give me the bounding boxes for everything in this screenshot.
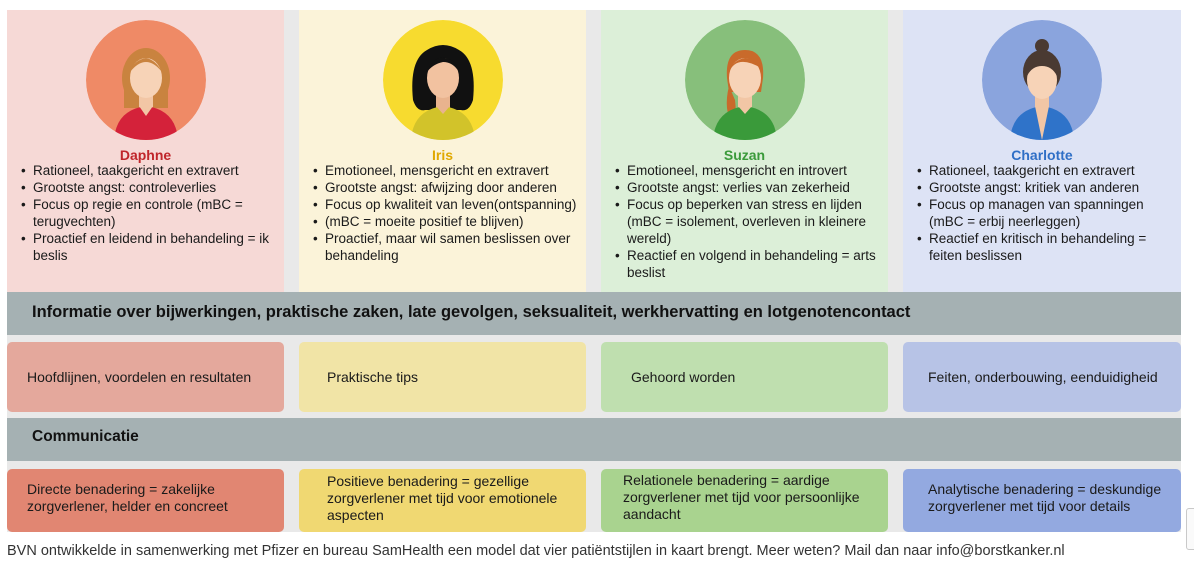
trait-item: Emotioneel, mensgericht en introvert [615, 162, 880, 179]
trait-item: Reactief en volgend in behandeling = art… [615, 247, 880, 281]
communication-box-iris: Positieve benadering = gezellige zorgver… [299, 469, 586, 532]
side-scroll-tab[interactable] [1186, 508, 1194, 550]
persona-traits: Rationeel, taakgericht en extravert Groo… [917, 162, 1173, 264]
persona-name: Iris [431, 147, 453, 163]
woman-avatar-icon [982, 20, 1102, 140]
information-band: Informatie over bijwerkingen, praktische… [7, 292, 1181, 335]
persona-traits: Rationeel, taakgericht en extravert Groo… [21, 162, 276, 264]
patient-styles-infographic: Daphne Rationeel, taakgericht en extrave… [7, 10, 1181, 532]
trait-item: Grootste angst: afwijzing door anderen [313, 179, 578, 196]
persona-column-iris: Iris Emotioneel, mensgericht en extraver… [299, 10, 586, 292]
trait-item: Focus op beperken van stress en lijden (… [615, 196, 880, 247]
info-box-daphne: Hoofdlijnen, voordelen en resultaten [7, 342, 284, 412]
info-box-iris: Praktische tips [299, 342, 586, 412]
communication-box-daphne: Directe benadering = zakelijke zorgverle… [7, 469, 284, 532]
persona-traits: Emotioneel, mensgericht en introvert Gro… [615, 162, 880, 281]
trait-item: Grootste angst: verlies van zekerheid [615, 179, 880, 196]
trait-item: Grootste angst: kritiek van anderen [917, 179, 1173, 196]
persona-column-charlotte: Charlotte Rationeel, taakgericht en extr… [903, 10, 1181, 292]
persona-name: Charlotte [1011, 147, 1073, 163]
trait-item: Emotioneel, mensgericht en extravert [313, 162, 578, 179]
trait-item: Rationeel, taakgericht en extravert [21, 162, 276, 179]
communication-box-charlotte: Analytische benadering = deskundige zorg… [903, 469, 1181, 532]
band-title: Informatie over bijwerkingen, praktische… [32, 303, 911, 321]
woman-avatar-icon [684, 20, 805, 140]
trait-item: Proactief en leidend in behandeling = ik… [21, 230, 276, 264]
persona-column-suzan: Suzan Emotioneel, mensgericht en introve… [601, 10, 888, 292]
info-box-charlotte: Feiten, onderbouwing, eenduidigheid [903, 342, 1181, 412]
image-caption: BVN ontwikkelde in samenwerking met Pfiz… [7, 543, 1065, 559]
persona-name: Suzan [723, 147, 766, 163]
communication-box-suzan: Relationele benadering = aardige zorgver… [601, 469, 888, 532]
persona-name: Daphne [119, 147, 172, 163]
trait-item: Rationeel, taakgericht en extravert [917, 162, 1173, 179]
woman-avatar-icon [85, 20, 206, 140]
band-title: Communicatie [32, 428, 139, 445]
persona-traits: Emotioneel, mensgericht en extravert Gro… [313, 162, 578, 264]
trait-item: Reactief en kritisch in behandeling = fe… [917, 230, 1173, 264]
communication-band: Communicatie [7, 418, 1181, 461]
trait-item: Focus op regie en controle (mBC = terugv… [21, 196, 276, 230]
trait-item: Focus op kwaliteit van leven(ontspanning… [313, 196, 578, 213]
info-box-suzan: Gehoord worden [601, 342, 888, 412]
trait-item: Proactief, maar wil samen beslissen over… [313, 230, 578, 264]
persona-column-daphne: Daphne Rationeel, taakgericht en extrave… [7, 10, 284, 292]
trait-item: Grootste angst: controleverlies [21, 179, 276, 196]
woman-avatar-icon [382, 20, 503, 140]
trait-item: Focus op managen van spanningen (mBC = e… [917, 196, 1173, 230]
trait-item: (mBC = moeite positief te blijven) [313, 213, 578, 230]
